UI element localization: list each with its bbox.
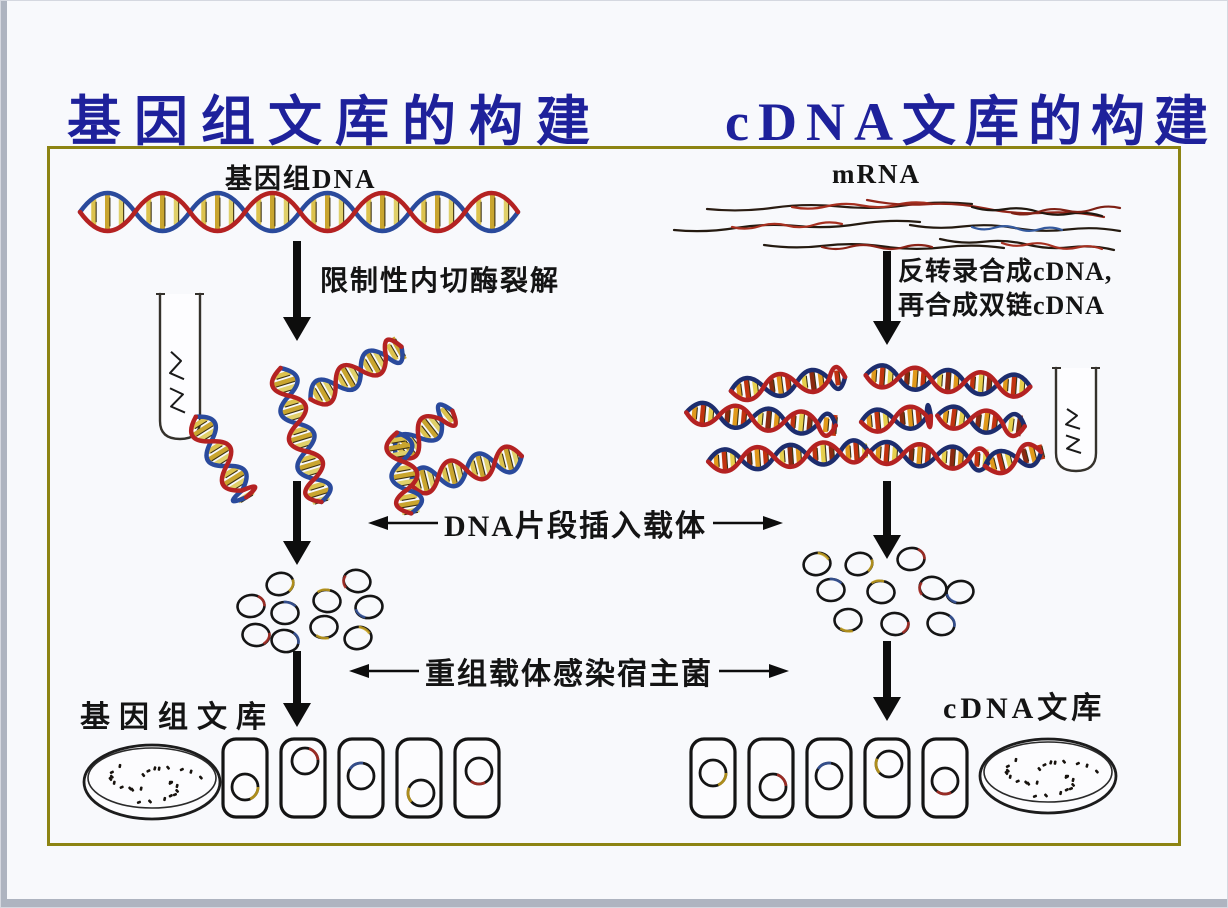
restriction-digest-label: 限制性内切酶裂解: [320, 266, 561, 297]
insert-vector-step: DNA片段插入载体: [348, 501, 803, 545]
host-cell-tubes-right-icon: [689, 737, 969, 819]
petri-dish-icon: [82, 743, 222, 821]
right-arrow-icon: [719, 664, 789, 678]
down-arrow-icon: [873, 251, 901, 345]
down-arrow-icon: [873, 481, 901, 559]
plasmid-cluster-left-icon: [236, 568, 384, 654]
genomic-dna-label: 基因组DNA: [225, 164, 377, 194]
right-arrow-icon: [713, 516, 783, 530]
reverse-transcription-line1: 反转录合成cDNA,: [898, 257, 1113, 286]
cdna-fragments-icon: [684, 363, 1046, 476]
dna-fragments-left-icon: [189, 336, 525, 516]
down-arrow-icon: [873, 641, 901, 721]
left-arrow-icon: [349, 664, 419, 678]
diagram-box: 基因组DNA mRNA 限制性内切酶裂解 反转录合成cDNA, 再合成双链cDN…: [47, 146, 1181, 846]
host-cell-tubes-left-icon: [221, 737, 501, 819]
plasmid-cluster-right-icon: [802, 546, 975, 637]
slide-edge-bottom: [1, 899, 1227, 907]
infect-host-step: 重组载体感染宿主菌: [334, 649, 804, 693]
title-genomic-library: 基因组文库的构建: [67, 92, 603, 153]
slide-edge-left: [1, 1, 7, 907]
test-tube-icon: [1052, 366, 1100, 473]
down-arrow-icon: [283, 651, 311, 727]
left-arrow-icon: [368, 516, 438, 530]
down-arrow-icon: [283, 241, 311, 341]
genomic-dna-helix-icon: [77, 190, 521, 234]
reverse-transcription-line2: 再合成双链cDNA: [898, 290, 1105, 320]
mrna-strands-icon: [672, 198, 1122, 252]
title-cdna-library: cDNA文库的构建: [725, 92, 1217, 153]
reverse-transcription-label: 反转录合成cDNA, 再合成双链cDNA: [898, 255, 1112, 323]
test-tube-icon: [156, 292, 204, 441]
mrna-label: mRNA: [832, 159, 921, 189]
petri-dish-icon: [978, 737, 1118, 815]
cdna-library-label: cDNA文库: [943, 692, 1106, 725]
insert-vector-label: DNA片段插入载体: [444, 510, 707, 543]
down-arrow-icon: [283, 481, 311, 565]
infect-host-label: 重组载体感染宿主菌: [425, 658, 713, 691]
genomic-library-label: 基因组文库: [80, 701, 275, 734]
